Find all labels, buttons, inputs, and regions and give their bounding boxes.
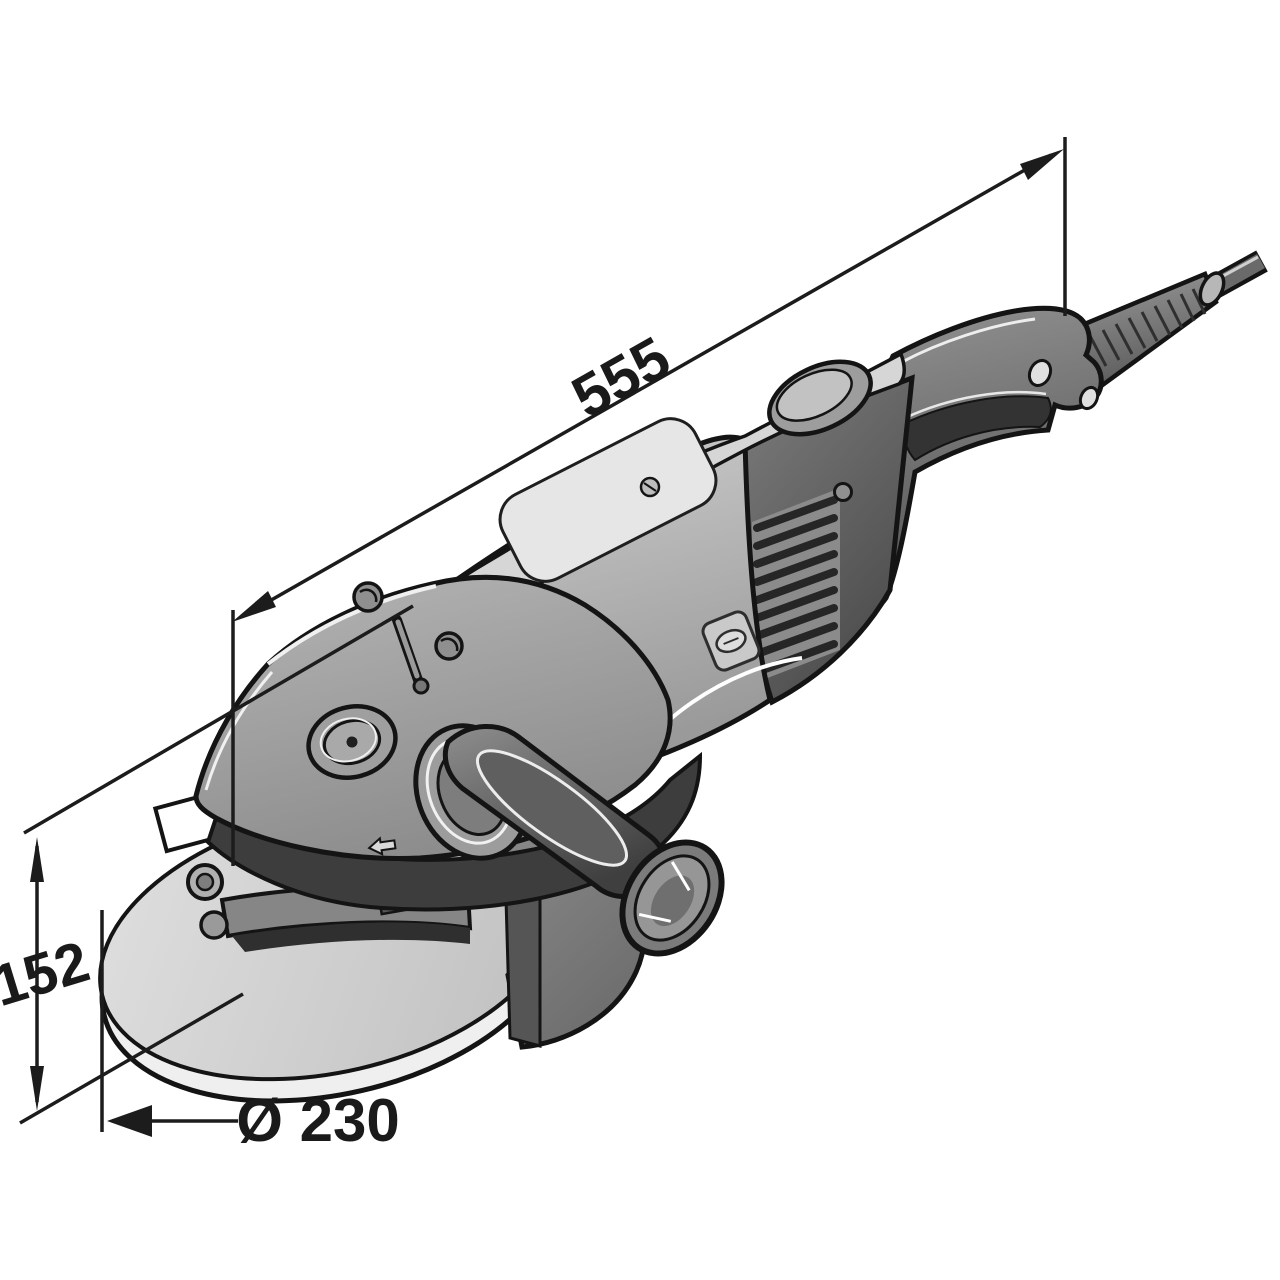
- arrowhead: [30, 837, 44, 882]
- head-screw: [352, 581, 384, 613]
- grip-inlay: [475, 749, 629, 867]
- vent-slats: [752, 488, 840, 684]
- side-handle-bell: [619, 839, 725, 957]
- handle-opening: [901, 395, 1052, 462]
- dimension-line: [244, 153, 1052, 617]
- head-screw: [434, 631, 464, 661]
- dimension-height: [19, 604, 414, 1125]
- dimension-diameter: [100, 910, 238, 1137]
- clamp-bolt: [199, 910, 229, 940]
- extension-line: [19, 992, 244, 1125]
- housing-pin: [833, 482, 853, 502]
- extension-line: [23, 604, 414, 835]
- strain-relief: [1060, 271, 1226, 404]
- screw-hole: [1078, 385, 1100, 411]
- arrowhead: [107, 1105, 152, 1137]
- rotation-arrow-icon: [367, 836, 397, 856]
- top-cover-panel: [498, 417, 718, 583]
- clamp-lever: [392, 615, 430, 695]
- brand-logo-badge: [701, 610, 761, 672]
- dimension-diameter-label: Ø 230: [236, 1087, 399, 1154]
- dimension-length: [231, 137, 1067, 866]
- screw-hole: [1027, 358, 1053, 388]
- cord-ring: [1198, 271, 1226, 307]
- clamp-band-shadow: [232, 922, 470, 952]
- spindle-lock-button: [306, 704, 398, 780]
- dimension-length-label: 555: [561, 324, 681, 432]
- dimension-height-label: 152: [0, 929, 97, 1019]
- arrowhead: [1020, 149, 1064, 180]
- lock-button: [767, 359, 873, 437]
- side-handle: [413, 723, 725, 957]
- arrowhead: [232, 591, 276, 622]
- arrowhead: [30, 1066, 44, 1111]
